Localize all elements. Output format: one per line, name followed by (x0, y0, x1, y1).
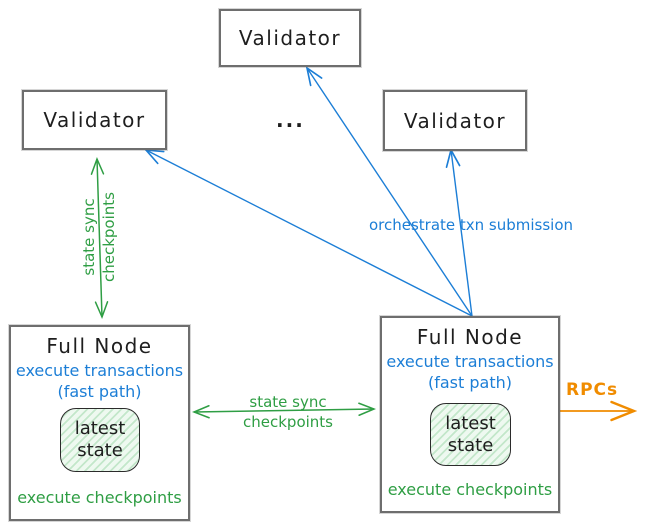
state-label: state (77, 440, 123, 461)
latest-label: latest (74, 418, 126, 439)
full-node-left-fastpath-text: execute transactions (fast path) (11, 360, 188, 402)
state-label: state (447, 434, 494, 456)
full-node-right-title: Full Node (416, 325, 524, 349)
validator-right-label: Validator (403, 108, 507, 133)
validators-ellipsis: ... (276, 108, 305, 132)
fast-path-label: (fast path) (428, 373, 512, 392)
state-sync-label: state sync (80, 198, 98, 276)
rpcs-label: RPCs (566, 380, 619, 400)
orchestrate-txn-submission-label: orchestrate txn submission (368, 216, 574, 234)
latest-state-box-right: latest state (430, 403, 511, 466)
checkpoints-label: checkpoints (100, 192, 118, 282)
execute-checkpoints-label-right: execute checkpoints (387, 480, 553, 499)
execute-transactions-label: execute transactions (386, 352, 554, 371)
full-node-box-right: Full Node execute transactions (fast pat… (380, 316, 560, 513)
state-sync-checkpoints-label-vertical: state sync checkpoints (79, 192, 119, 282)
latest-state-box-left: latest state (60, 408, 140, 472)
full-node-left-title: Full Node (46, 334, 153, 358)
checkpoints-label: checkpoints (243, 413, 333, 431)
state-sync-checkpoints-label-horizontal: state sync checkpoints (222, 392, 354, 432)
fast-path-label: (fast path) (57, 382, 142, 401)
execute-transactions-label: execute transactions (15, 361, 184, 380)
state-sync-label: state sync (249, 393, 327, 411)
full-node-right-fastpath-text: execute transactions (fast path) (382, 351, 558, 393)
validator-box-top: Validator (219, 9, 361, 67)
execute-checkpoints-label-left: execute checkpoints (17, 488, 182, 507)
latest-label: latest (445, 412, 496, 434)
validator-box-right: Validator (383, 90, 527, 151)
validator-left-label: Validator (43, 108, 146, 132)
latest-state-text-left: latest state (75, 418, 126, 462)
full-node-box-left: Full Node execute transactions (fast pat… (9, 325, 190, 521)
latest-state-text-right: latest state (445, 413, 496, 457)
validator-top-label: Validator (238, 26, 342, 50)
validator-box-left: Validator (22, 90, 167, 150)
